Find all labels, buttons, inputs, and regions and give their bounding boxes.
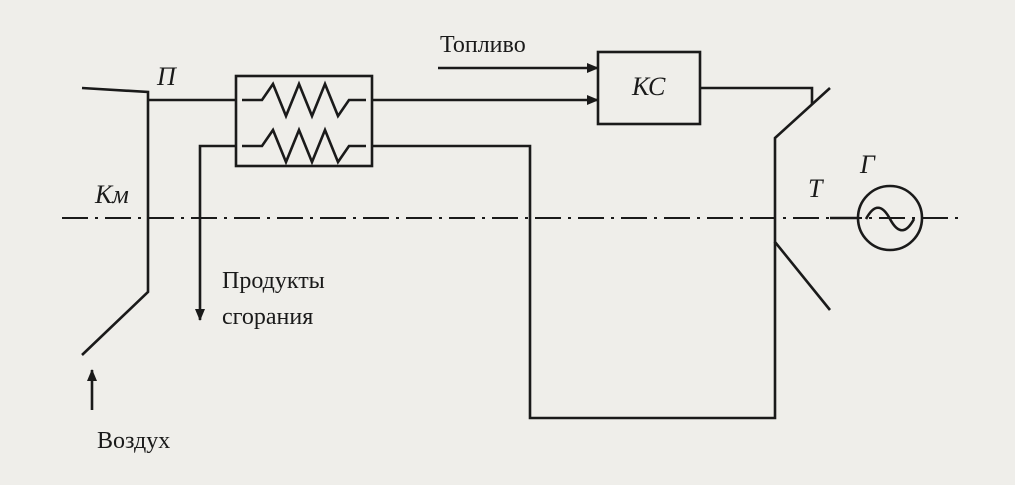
sine-wave-icon [864, 206, 916, 232]
exhaust-label-line2: сгорания [222, 304, 314, 330]
exhaust-return-line [372, 144, 777, 420]
compressor-shape [81, 86, 150, 356]
regenerator-box [234, 74, 374, 168]
exhaust-out-line [195, 144, 236, 321]
compressor-label: Км [95, 180, 129, 209]
generator [856, 184, 924, 252]
generator-label: Г [860, 150, 875, 179]
hot-gas-line [700, 86, 814, 104]
turbine-label: Т [808, 174, 823, 203]
fuel-label: Топливо [440, 32, 526, 58]
exhaust-label-line1: Продукты [222, 268, 325, 294]
regenerator-coil-bottom [242, 126, 366, 166]
regenerator-label: П [157, 62, 176, 91]
combustion-chamber-label: КС [632, 72, 666, 101]
regenerator-coil-top [242, 80, 366, 120]
turbine-shape [773, 87, 832, 311]
air-label: Воздух [97, 428, 171, 454]
